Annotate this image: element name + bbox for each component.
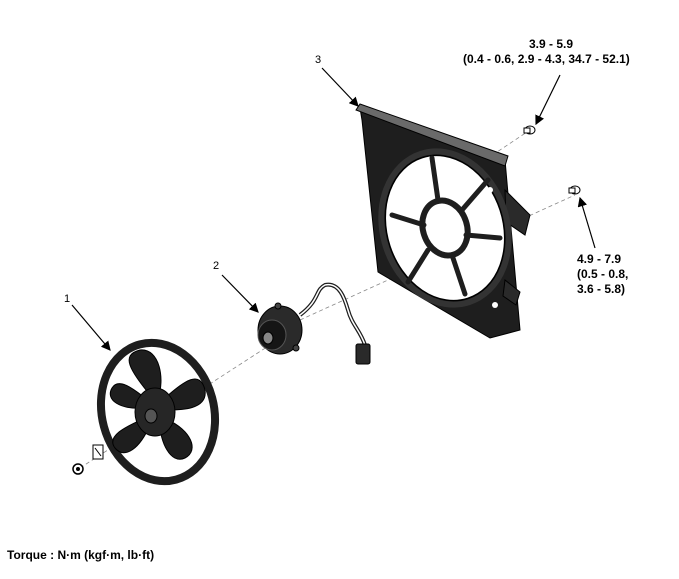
callout-shroud: 3 bbox=[315, 54, 322, 66]
cooling-fan bbox=[96, 338, 220, 486]
bolt-right bbox=[568, 185, 581, 195]
callout-fan: 1 bbox=[64, 293, 71, 305]
bolt-top bbox=[523, 125, 536, 135]
torque-right-line2: (0.5 - 0.8, bbox=[577, 267, 629, 281]
fan-nut bbox=[72, 463, 84, 475]
fan-clip bbox=[92, 444, 104, 460]
torque-top-line2: (0.4 - 0.6, 2.9 - 4.3, 34.7 - 52.1) bbox=[463, 52, 630, 66]
fan-motor bbox=[257, 282, 371, 365]
fan-shroud bbox=[355, 103, 531, 339]
torque-top-line1: 3.9 - 5.9 bbox=[529, 37, 574, 51]
callout-motor: 2 bbox=[213, 260, 220, 272]
torque-units-caption: Torque : N·m (kgf·m, lb·ft) bbox=[7, 548, 155, 562]
leader-lines bbox=[71, 67, 596, 351]
torque-right-line1: 4.9 - 7.9 bbox=[577, 252, 622, 266]
torque-right-line3: 3.6 - 5.8) bbox=[577, 282, 626, 296]
